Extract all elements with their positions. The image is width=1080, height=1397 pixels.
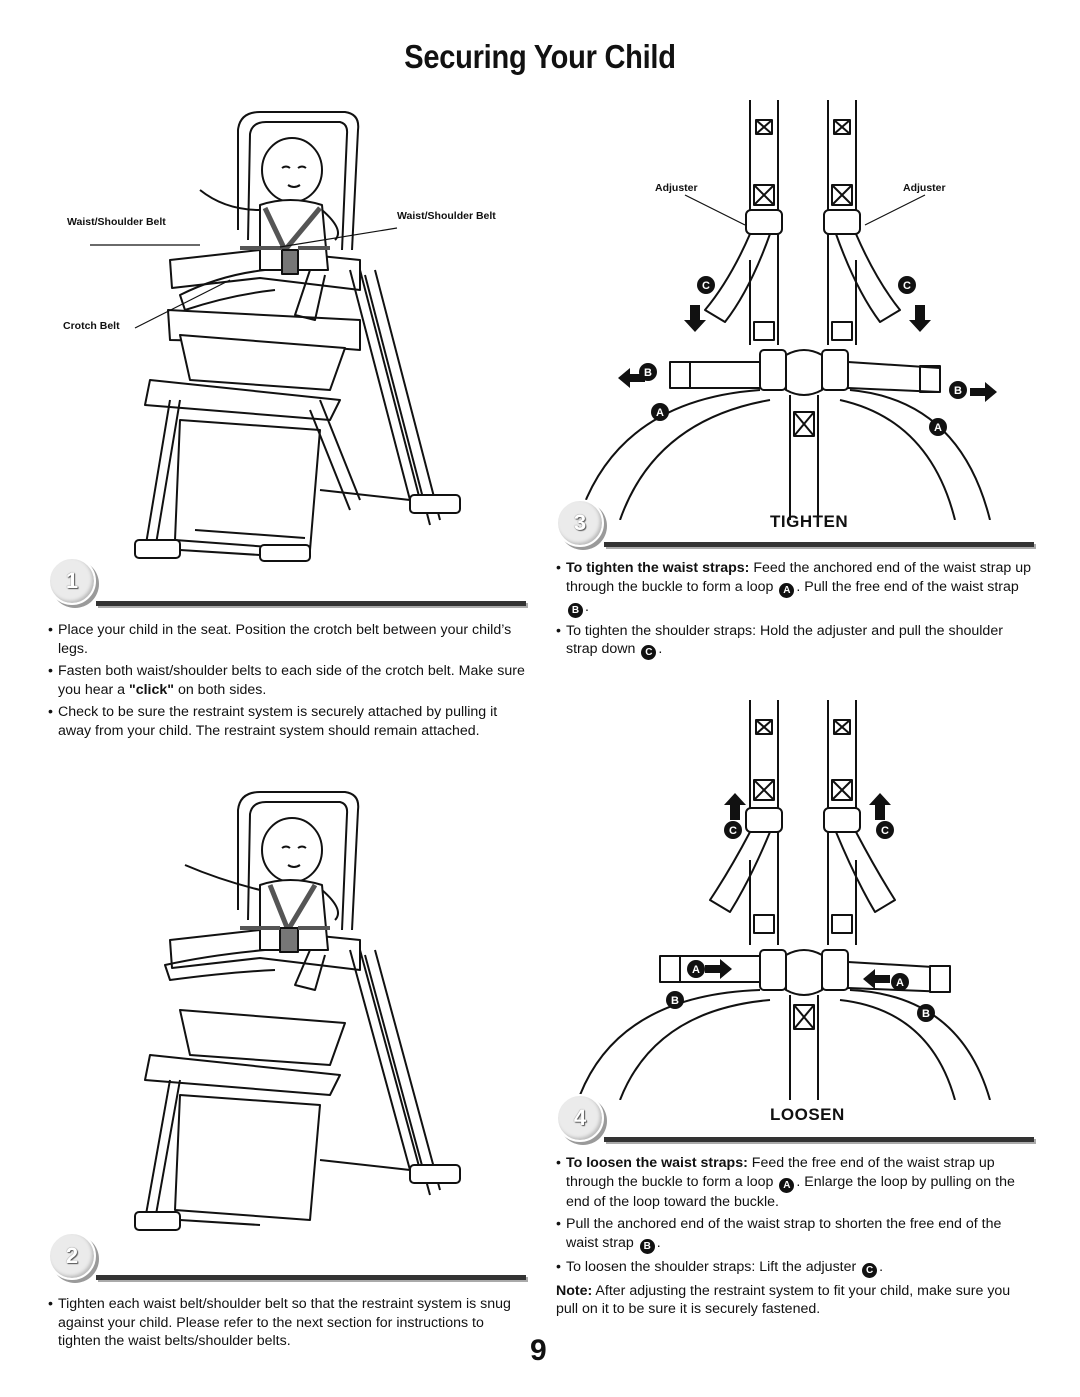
marker-b-right: B <box>954 385 962 397</box>
tighten-heading: TIGHTEN <box>770 512 849 531</box>
tighten-strap-diagram: C C B B A A <box>579 100 997 520</box>
waist-shoulder-belt-label-left: Waist/Shoulder Belt <box>67 216 166 228</box>
page-title: Securing Your Child <box>404 38 676 75</box>
step-1-divider <box>96 601 526 606</box>
marker-a-right: A <box>934 422 942 434</box>
step-2-instructions: Tighten each waist belt/shoulder belt so… <box>48 1295 518 1355</box>
bullet-pull-anchored-end: Pull the anchored end of the waist strap… <box>556 1215 1034 1254</box>
bullet-loosen-waist: To loosen the waist straps: Feed the fre… <box>556 1154 1034 1211</box>
marker-a-right-loosen: A <box>896 977 904 989</box>
high-chair-illustration-2 <box>134 791 461 1231</box>
adjuster-leader-lines <box>684 194 926 226</box>
bullet-loosen-shoulder: To loosen the shoulder straps: Lift the … <box>556 1258 1034 1278</box>
badge-b-loosen: B <box>639 1238 655 1254</box>
step-2-divider <box>96 1275 526 1280</box>
step-number-3: 3 <box>556 499 604 547</box>
bullet-check-restraint: Check to be sure the restraint system is… <box>48 703 526 740</box>
marker-b-left-loosen: B <box>671 995 679 1007</box>
badge-c: C <box>641 645 657 661</box>
badge-a-loosen: A <box>779 1177 795 1193</box>
step-1-instructions: Place your child in the seat. Position t… <box>48 621 526 745</box>
bullet-place-child: Place your child in the seat. Position t… <box>48 621 526 658</box>
step-number-2: 2 <box>48 1232 96 1280</box>
marker-a-left: A <box>656 407 664 419</box>
step-number-1: 1 <box>48 557 96 605</box>
note: Note: After adjusting the restraint syst… <box>556 1282 1011 1318</box>
step-3-divider <box>604 542 1034 547</box>
badge-c-loosen: C <box>862 1262 878 1278</box>
marker-c-left: C <box>702 280 710 292</box>
label-leader-lines-1 <box>90 227 398 329</box>
marker-c-right-loosen: C <box>881 825 889 837</box>
marker-c-right: C <box>903 280 911 292</box>
page-number: 9 <box>530 1334 547 1367</box>
badge-b: B <box>568 602 583 618</box>
marker-a-left-loosen: A <box>692 964 700 976</box>
loosen-strap-diagram: C C A A B B <box>579 700 991 1100</box>
bullet-tighten-shoulder: To tighten the shoulder straps: Hold the… <box>556 622 1034 661</box>
loosen-heading: LOOSEN <box>770 1105 845 1124</box>
bullet-tighten-waist: To tighten the waist straps: Feed the an… <box>556 559 1034 618</box>
marker-c-left-loosen: C <box>729 825 737 837</box>
badge-a: A <box>779 582 795 598</box>
waist-shoulder-belt-label-right: Waist/Shoulder Belt <box>397 210 496 222</box>
step-4-divider <box>604 1137 1034 1142</box>
step-number-4: 4 <box>556 1094 604 1142</box>
step-3-instructions: To tighten the waist straps: Feed the an… <box>556 559 1034 664</box>
bullet-tighten-belts: Tighten each waist belt/shoulder belt so… <box>48 1295 518 1351</box>
marker-b-right-loosen: B <box>922 1008 930 1020</box>
bullet-fasten-belts: Fasten both waist/shoulder belts to each… <box>48 662 526 699</box>
adjuster-label-right: Adjuster <box>903 182 946 194</box>
high-chair-illustration-1 <box>134 111 461 562</box>
adjuster-label-left: Adjuster <box>655 182 698 194</box>
step-4-instructions: To loosen the waist straps: Feed the fre… <box>556 1154 1034 1319</box>
crotch-belt-label: Crotch Belt <box>63 320 120 332</box>
marker-b-left: B <box>644 367 652 379</box>
